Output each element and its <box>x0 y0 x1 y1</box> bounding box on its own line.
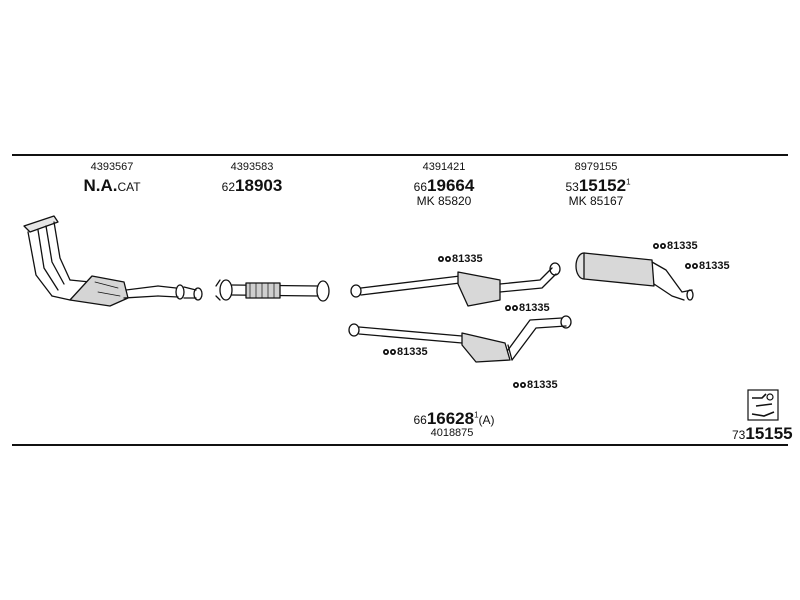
kit-box-icon <box>747 389 779 421</box>
clamp-icon <box>505 305 518 311</box>
part-number-3: 4391421 <box>422 161 466 173</box>
part-number-1: 4393567 <box>90 161 134 173</box>
clamp-label: 81335 <box>519 302 550 314</box>
kit-number: 7315155 <box>732 424 793 443</box>
front-pipe <box>215 279 330 302</box>
bottom-rule <box>12 444 788 446</box>
manifold-catalyst <box>23 215 203 307</box>
part-mk-3: MK 85820 <box>416 194 472 208</box>
top-rule <box>12 154 788 156</box>
clamp-label: 81335 <box>667 240 698 252</box>
clamp-icon <box>653 243 666 249</box>
part-label-1: N.A.CAT <box>83 176 141 195</box>
part-label-4: 53151521 <box>565 176 631 195</box>
part-label-3: 6619664 <box>413 176 475 195</box>
clamp-icons <box>383 243 698 388</box>
rear-silencer <box>575 252 694 301</box>
part-number-4: 8979155 <box>574 161 618 173</box>
center-pipe <box>350 262 561 307</box>
clamp-label: 81335 <box>397 346 428 358</box>
part-mk-4: MK 85167 <box>568 194 624 208</box>
part-number-2: 4393583 <box>230 161 274 173</box>
clamp-icon <box>513 382 526 388</box>
clamp-label: 81335 <box>699 260 730 272</box>
clamp-label: 81335 <box>452 253 483 265</box>
clamp-icon <box>438 256 451 262</box>
assembly-part-number: 4018875 <box>430 427 474 439</box>
assembly-label: 66166281(A) <box>413 409 495 428</box>
alt-assembly <box>348 315 572 363</box>
clamp-label: 81335 <box>527 379 558 391</box>
clamp-icon <box>383 349 396 355</box>
clamp-icon <box>685 263 698 269</box>
part-label-2: 6218903 <box>221 176 283 195</box>
